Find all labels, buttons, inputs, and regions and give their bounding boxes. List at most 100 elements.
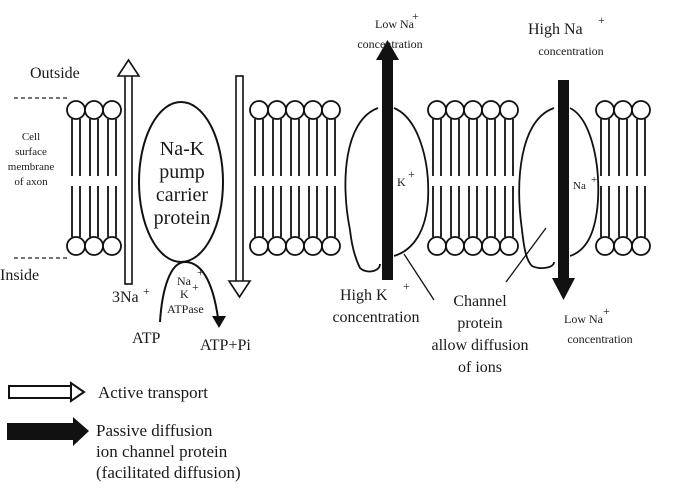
svg-text:+: + [403, 279, 410, 293]
lipid-head [499, 100, 519, 120]
lipid-head [102, 236, 122, 256]
atpase-arrowhead [212, 316, 226, 328]
low-na-bottom-label: Low Na + concentration [564, 304, 633, 346]
active-arrow-up [116, 58, 141, 285]
legend-passive-label-2: ion channel protein [96, 442, 228, 461]
atpase-arc [159, 260, 219, 323]
lipid-head [499, 236, 519, 256]
lipid-head [249, 236, 269, 256]
svg-text:concentration: concentration [332, 309, 419, 326]
svg-text:+: + [192, 280, 199, 294]
lipid-head [631, 236, 651, 256]
svg-text:Low Na: Low Na [375, 17, 415, 31]
lipid-head [84, 100, 104, 120]
membrane-label: Cell surface membrane of axon [8, 131, 55, 188]
lipid-head [463, 236, 483, 256]
lipid-head [66, 100, 86, 120]
lipid-head [66, 236, 86, 256]
lipid-head [613, 236, 633, 256]
lipid-head [84, 236, 104, 256]
atp-label: ATP [132, 330, 161, 347]
svg-text:+: + [197, 265, 204, 279]
legend-passive-label-1: Passive diffusion [96, 421, 213, 440]
svg-text:ATPase: ATPase [167, 302, 204, 316]
lipid-head [481, 236, 501, 256]
svg-text:Cell: Cell [22, 131, 40, 143]
pointer-line-na-channel [505, 227, 547, 283]
high-k-bottom-label: High K + concentration [332, 279, 419, 326]
lipid-head [631, 100, 651, 120]
svg-text:pump: pump [159, 161, 205, 183]
lipid-head [267, 236, 287, 256]
lipid-head [445, 100, 465, 120]
lipid-head [481, 100, 501, 120]
lipid-head [249, 100, 269, 120]
legend-active-label: Active transport [98, 383, 208, 402]
lipid-head [427, 236, 447, 256]
lipid-head [595, 236, 615, 256]
svg-text:Na: Na [573, 180, 586, 192]
svg-text:+: + [591, 174, 597, 186]
channel-protein-label: Channel protein allow diffusion of ions [431, 293, 528, 376]
k-channel-protein-left [344, 107, 381, 273]
lipid-head [463, 100, 483, 120]
atpase-label: Na + K + ATPase [167, 265, 204, 316]
svg-text:concentration: concentration [357, 37, 422, 51]
high-na-top-label: High Na + concentration [528, 13, 605, 58]
legend-passive-arrow [7, 417, 89, 446]
lipid-head [303, 236, 323, 256]
atp-pi-label: ATP+Pi [200, 337, 251, 354]
svg-text:+: + [143, 284, 150, 298]
svg-text:protein: protein [154, 207, 211, 229]
lipid-head [303, 100, 323, 120]
lipid-head [427, 100, 447, 120]
lipid-head [285, 236, 305, 256]
svg-text:K: K [180, 287, 189, 301]
pump-label: Na-K pump carrier protein [154, 138, 211, 229]
svg-text:membrane: membrane [8, 161, 55, 173]
lipid-head [613, 100, 633, 120]
k-ion-label: K + [397, 167, 415, 189]
lipid-head [321, 100, 341, 120]
svg-text:of ions: of ions [458, 359, 502, 376]
na-channel-protein-right [569, 107, 600, 257]
lipid-group [595, 100, 651, 256]
na-ion-label: Na + [573, 174, 597, 192]
outside-label: Outside [30, 65, 80, 82]
inside-label: Inside [0, 267, 39, 284]
lipid-group [249, 100, 341, 256]
svg-text:Na-K: Na-K [160, 138, 205, 160]
lipid-head [595, 100, 615, 120]
lipid-head [321, 236, 341, 256]
active-arrow-down [227, 75, 252, 299]
lipid-group [427, 100, 519, 256]
passive-arrow-up-k [376, 40, 399, 280]
lipid-head [102, 100, 122, 120]
svg-text:High K: High K [340, 287, 388, 304]
low-na-top-label: Low Na + concentration [357, 9, 422, 51]
legend: Active transport Passive diffusion ion c… [7, 381, 241, 482]
svg-text:+: + [603, 304, 610, 318]
svg-text:Channel: Channel [453, 293, 507, 310]
legend-active-arrow [8, 381, 86, 403]
svg-text:3Na: 3Na [112, 289, 139, 306]
lipid-head [285, 100, 305, 120]
passive-arrow-down-na [552, 80, 575, 300]
svg-text:carrier: carrier [156, 184, 209, 206]
lipid-head [267, 100, 287, 120]
svg-text:concentration: concentration [567, 332, 632, 346]
k-channel-protein-right [393, 107, 430, 257]
svg-text:protein: protein [457, 315, 502, 332]
svg-text:+: + [598, 13, 605, 27]
lipid-head [445, 236, 465, 256]
na-channel-protein-left [518, 107, 555, 269]
svg-text:High Na: High Na [528, 21, 583, 38]
svg-text:concentration: concentration [538, 44, 603, 58]
phospholipid-bilayer [66, 100, 651, 256]
svg-text:surface: surface [15, 146, 47, 158]
three-na-label: 3Na + [112, 284, 150, 306]
svg-text:of axon: of axon [14, 176, 48, 188]
svg-text:allow diffusion: allow diffusion [431, 337, 528, 354]
